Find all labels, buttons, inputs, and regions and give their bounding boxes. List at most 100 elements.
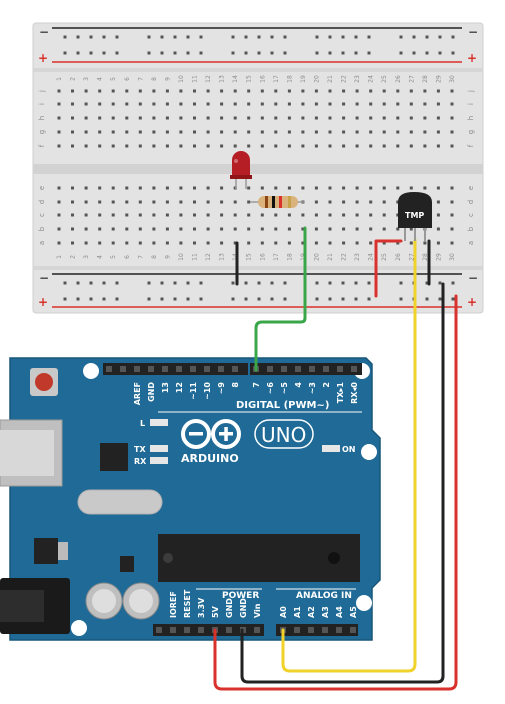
breadboard-hole[interactable] <box>206 144 210 148</box>
header-pin[interactable] <box>204 366 210 372</box>
breadboard-hole[interactable] <box>98 116 102 120</box>
reset-button[interactable] <box>35 373 53 391</box>
breadboard-hole[interactable] <box>233 102 237 106</box>
breadboard-hole[interactable] <box>138 186 142 190</box>
breadboard-hole[interactable] <box>84 213 88 217</box>
breadboard-hole[interactable] <box>247 116 251 120</box>
breadboard-hole[interactable] <box>220 144 224 148</box>
breadboard-hole[interactable] <box>233 227 237 231</box>
breadboard-hole[interactable] <box>287 227 291 231</box>
breadboard-hole[interactable] <box>369 130 373 134</box>
breadboard-hole[interactable] <box>451 281 455 285</box>
breadboard-hole[interactable] <box>57 200 61 204</box>
breadboard-hole[interactable] <box>301 186 305 190</box>
breadboard-hole[interactable] <box>147 51 151 55</box>
breadboard-hole[interactable] <box>260 116 264 120</box>
breadboard-hole[interactable] <box>89 35 93 39</box>
breadboard-hole[interactable] <box>193 200 196 204</box>
breadboard-hole[interactable] <box>382 102 386 106</box>
header-pin[interactable] <box>350 627 356 633</box>
breadboard-hole[interactable] <box>231 51 235 55</box>
breadboard-hole[interactable] <box>409 186 413 190</box>
breadboard-hole[interactable] <box>396 186 400 190</box>
breadboard-hole[interactable] <box>173 51 177 55</box>
breadboard-hole[interactable] <box>287 213 291 217</box>
breadboard-hole[interactable] <box>84 116 88 120</box>
breadboard-hole[interactable] <box>283 51 287 55</box>
breadboard-hole[interactable] <box>115 35 119 39</box>
breadboard-hole[interactable] <box>328 89 332 93</box>
breadboard-hole[interactable] <box>425 297 429 301</box>
breadboard-hole[interactable] <box>369 186 373 190</box>
breadboard-hole[interactable] <box>314 186 318 190</box>
breadboard-hole[interactable] <box>71 130 74 134</box>
breadboard-hole[interactable] <box>328 102 332 106</box>
breadboard-hole[interactable] <box>247 186 251 190</box>
breadboard-hole[interactable] <box>98 102 102 106</box>
breadboard-hole[interactable] <box>287 186 291 190</box>
breadboard-hole[interactable] <box>423 144 427 148</box>
breadboard-hole[interactable] <box>450 213 454 217</box>
breadboard-hole[interactable] <box>71 89 74 93</box>
breadboard-hole[interactable] <box>355 130 359 134</box>
breadboard-hole[interactable] <box>193 144 196 148</box>
breadboard-hole[interactable] <box>382 144 386 148</box>
breadboard-hole[interactable] <box>186 297 190 301</box>
breadboard-hole[interactable] <box>287 241 291 245</box>
breadboard-hole[interactable] <box>283 35 287 39</box>
breadboard-hole[interactable] <box>247 102 251 106</box>
breadboard-hole[interactable] <box>355 116 359 120</box>
breadboard-hole[interactable] <box>247 213 251 217</box>
breadboard-hole[interactable] <box>423 116 427 120</box>
breadboard-hole[interactable] <box>179 186 183 190</box>
breadboard-hole[interactable] <box>71 241 74 245</box>
breadboard-hole[interactable] <box>287 102 291 106</box>
breadboard-hole[interactable] <box>165 130 169 134</box>
breadboard-hole[interactable] <box>231 35 235 39</box>
breadboard-hole[interactable] <box>165 186 169 190</box>
breadboard-hole[interactable] <box>220 116 224 120</box>
breadboard-hole[interactable] <box>451 297 455 301</box>
header-pin[interactable] <box>120 366 126 372</box>
breadboard-hole[interactable] <box>450 144 454 148</box>
breadboard-hole[interactable] <box>369 241 373 245</box>
breadboard-hole[interactable] <box>247 89 251 93</box>
header-pin[interactable] <box>308 627 314 633</box>
breadboard-hole[interactable] <box>301 144 305 148</box>
breadboard-hole[interactable] <box>220 130 224 134</box>
header-pin[interactable] <box>190 366 196 372</box>
breadboard-hole[interactable] <box>152 213 156 217</box>
breadboard-hole[interactable] <box>98 89 102 93</box>
yellow-wire-a0[interactable] <box>281 238 417 673</box>
breadboard-hole[interactable] <box>206 213 210 217</box>
breadboard-hole[interactable] <box>102 51 106 55</box>
breadboard-hole[interactable] <box>367 51 371 55</box>
breadboard-hole[interactable] <box>147 35 151 39</box>
breadboard-hole[interactable] <box>328 116 332 120</box>
breadboard-hole[interactable] <box>367 297 371 301</box>
breadboard-hole[interactable] <box>71 186 74 190</box>
breadboard-hole[interactable] <box>436 186 440 190</box>
breadboard-hole[interactable] <box>274 102 278 106</box>
breadboard-hole[interactable] <box>382 200 386 204</box>
breadboard-hole[interactable] <box>247 200 251 204</box>
breadboard-hole[interactable] <box>233 186 237 190</box>
breadboard-hole[interactable] <box>355 144 359 148</box>
breadboard-hole[interactable] <box>71 200 74 204</box>
breadboard-hole[interactable] <box>270 281 274 285</box>
breadboard-hole[interactable] <box>193 116 196 120</box>
breadboard-hole[interactable] <box>220 102 224 106</box>
breadboard-hole[interactable] <box>315 281 319 285</box>
breadboard-hole[interactable] <box>301 227 305 231</box>
breadboard-hole[interactable] <box>342 144 346 148</box>
breadboard-hole[interactable] <box>179 227 183 231</box>
breadboard-hole[interactable] <box>160 35 164 39</box>
breadboard-hole[interactable] <box>355 200 359 204</box>
breadboard-hole[interactable] <box>63 51 67 55</box>
breadboard-hole[interactable] <box>57 89 61 93</box>
breadboard-hole[interactable] <box>152 130 156 134</box>
breadboard-hole[interactable] <box>125 186 129 190</box>
breadboard-hole[interactable] <box>233 116 237 120</box>
header-pin[interactable] <box>232 366 238 372</box>
breadboard-hole[interactable] <box>179 144 183 148</box>
